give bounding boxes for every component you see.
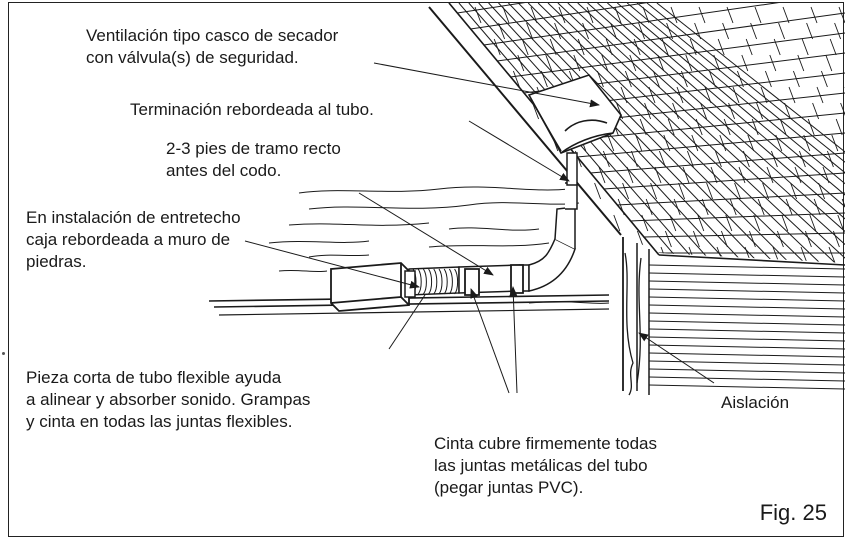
ventilation-diagram [208,3,845,396]
attic-box-icon [330,262,410,312]
label-tape-joints: Cinta cubre firmemente todas las juntas … [434,434,657,497]
figure-frame: Ventilación tipo casco de secador con vá… [8,2,845,537]
label-flex-piece: Pieza corta de tubo flexible ayuda a ali… [26,368,311,431]
label-straight-run: 2-3 pies de tramo recto antes del codo. [166,139,341,180]
label-hood-vent: Ventilación tipo casco de secador con vá… [86,26,339,67]
margin-mark [2,352,5,355]
figure-number: Fig. 25 [759,500,827,525]
leader-lines [244,62,715,394]
label-attic-box: En instalación de entretecho caja rebord… [26,208,241,271]
flex-duct-icon [408,266,460,296]
wall-siding-icon [622,237,845,396]
roof-shingles-icon [428,3,845,266]
label-flanged-end: Terminación rebordeada al tubo. [130,100,374,119]
roof-vent-hood-icon [527,74,622,154]
label-insulation: Aislación [721,393,790,412]
